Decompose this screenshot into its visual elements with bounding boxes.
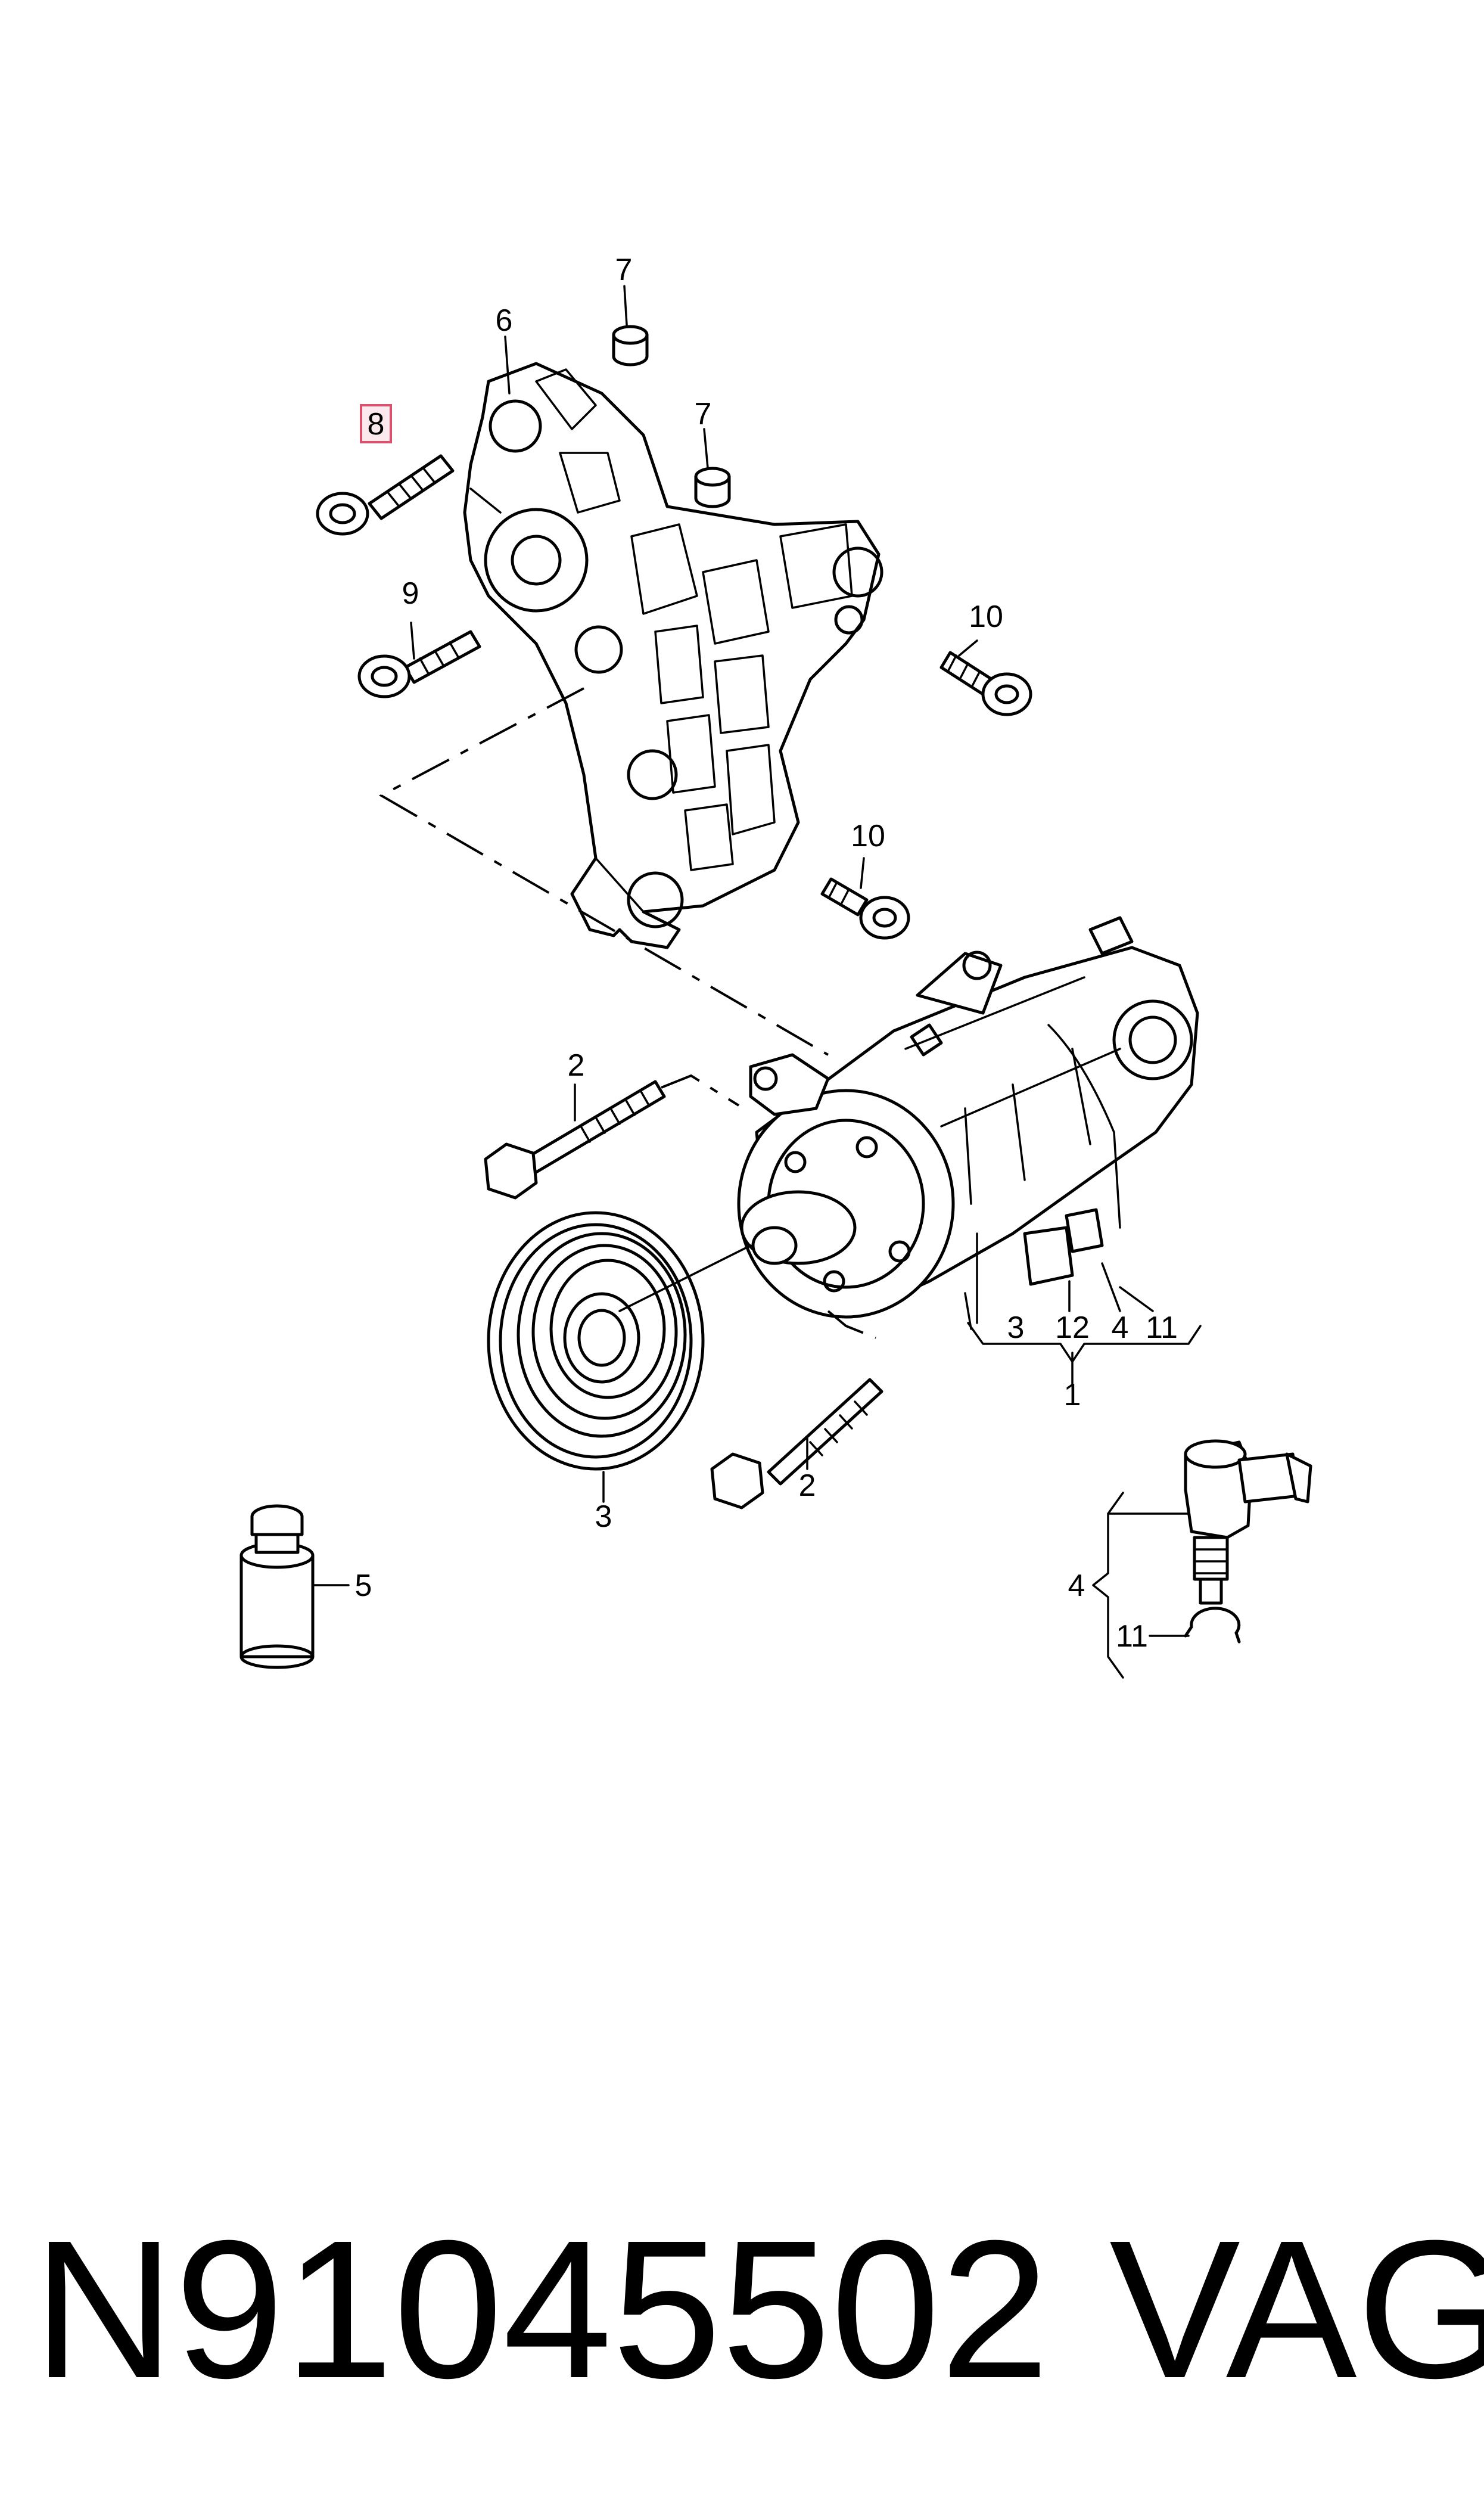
control-valve-part-4 — [1184, 1439, 1312, 1605]
callout-1: 1 — [1064, 1378, 1081, 1412]
compressor-part-1 — [737, 916, 1199, 1330]
callout-11-compressor: 11 — [1146, 1310, 1178, 1345]
bolt-part-8 — [316, 454, 455, 536]
callout-2-upper: 2 — [568, 1048, 585, 1083]
callout-4-valve: 4 — [1068, 1568, 1085, 1603]
callout-11-circlip: 11 — [1116, 1619, 1148, 1654]
sleeve-part-7-lower — [694, 467, 731, 508]
bolt-part-2-upper — [484, 1080, 666, 1200]
callout-8-highlight — [360, 404, 392, 443]
bolt-part-2-lower — [710, 1378, 883, 1509]
compressor-valve-plug — [1023, 1208, 1104, 1286]
sleeve-part-7-upper — [612, 325, 649, 366]
assembly-line-bolt-2-lower — [827, 1310, 876, 1339]
callout-8: 8 — [368, 407, 385, 442]
bolt-part-9 — [357, 630, 481, 698]
callout-10-lower: 10 — [851, 819, 885, 853]
part-number: N91045502 — [33, 2199, 1050, 2419]
assembly-line-bolt-2 — [661, 1074, 740, 1107]
callout-3-compressor: 3 — [1007, 1310, 1025, 1345]
callout-6: 6 — [496, 303, 513, 338]
callout-3-pulley: 3 — [595, 1499, 612, 1534]
callout-labels: 7 6 8 7 9 10 10 2 3 12 4 11 1 3 2 5 4 11 — [355, 253, 1178, 1654]
callout-10-upper: 10 — [969, 600, 1003, 634]
callout-7-lower: 7 — [695, 397, 712, 431]
callout-4-compressor: 4 — [1112, 1310, 1129, 1345]
assembly-line — [378, 687, 829, 1056]
callout-9: 9 — [402, 576, 419, 611]
bolt-part-10-upper — [939, 651, 1032, 716]
brand-label: VAG — [1109, 2199, 1484, 2419]
circlip-part-11 — [1184, 1607, 1241, 1644]
bolt-part-10-lower — [820, 877, 910, 940]
oil-bottle-part-5 — [239, 1504, 315, 1669]
callout-12: 12 — [1055, 1310, 1090, 1345]
leader-lines — [313, 285, 1202, 1679]
bracket-part-6 — [463, 362, 883, 949]
pulley-part-3 — [487, 1211, 752, 1471]
callout-2-lower: 2 — [799, 1468, 816, 1503]
callout-7-upper: 7 — [615, 253, 633, 287]
callout-5: 5 — [355, 1568, 372, 1603]
